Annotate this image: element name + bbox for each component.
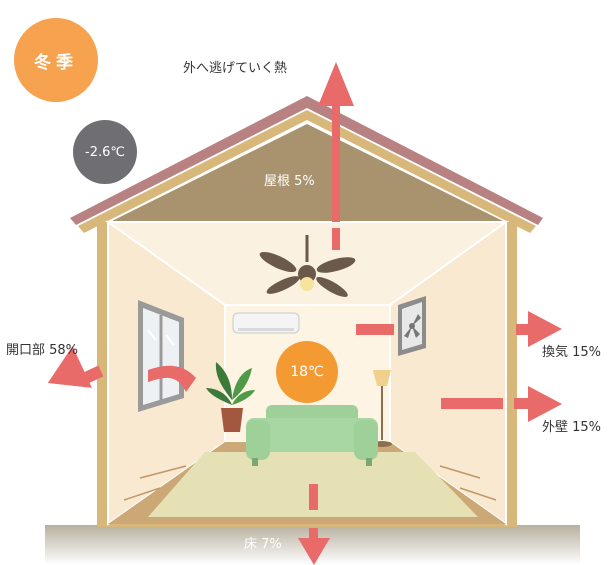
ceiling-fan bbox=[259, 235, 356, 297]
attic bbox=[110, 124, 505, 222]
roof-label: 屋根 5% bbox=[264, 174, 315, 189]
roof-arrow-segment bbox=[332, 104, 340, 222]
ventilation-fan bbox=[398, 296, 426, 356]
wall-arrow-segment bbox=[514, 398, 528, 409]
sofa bbox=[246, 405, 378, 466]
season-badge: 冬季 bbox=[14, 18, 98, 102]
openings-arrow-head bbox=[47, 346, 92, 388]
openings-label: 開口部 58% bbox=[6, 343, 79, 358]
window bbox=[138, 300, 184, 412]
roof-arrow-segment bbox=[332, 228, 340, 250]
wall-arrow-segment bbox=[441, 398, 503, 409]
exterior-wall-label: 外壁 15% bbox=[542, 420, 602, 435]
openings-arrow bbox=[148, 365, 196, 392]
floor-arrow-segment bbox=[309, 484, 318, 510]
floor-boards bbox=[123, 465, 497, 501]
inside-temperature-badge: 18℃ bbox=[276, 341, 338, 403]
floor-label: 床 7% bbox=[244, 537, 282, 552]
plant bbox=[206, 362, 255, 432]
heat-arrows bbox=[47, 62, 562, 565]
floor-arrow-head bbox=[298, 538, 330, 565]
heat-loss-title: 外へ逃げていく熱 bbox=[183, 61, 288, 76]
ventilation-label: 換気 15% bbox=[542, 345, 602, 360]
outside-temperature-badge: -2.6℃ bbox=[73, 120, 137, 184]
ventilation-arrow-segment bbox=[356, 324, 394, 335]
ventilation-arrow-head bbox=[528, 311, 562, 347]
wall-arrow-head bbox=[528, 386, 562, 422]
ventilation-arrow-segment bbox=[516, 324, 530, 335]
floor-arrow-segment bbox=[309, 528, 318, 540]
roof-arrow-head bbox=[318, 62, 354, 106]
air-conditioner bbox=[232, 312, 300, 334]
